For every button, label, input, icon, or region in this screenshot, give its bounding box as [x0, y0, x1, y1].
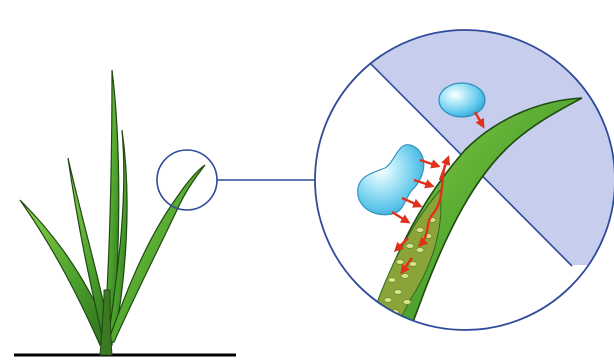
plant	[14, 70, 236, 355]
water-droplet	[439, 83, 485, 117]
magnifier-circle	[157, 150, 217, 210]
zoom-circle	[315, 20, 614, 330]
